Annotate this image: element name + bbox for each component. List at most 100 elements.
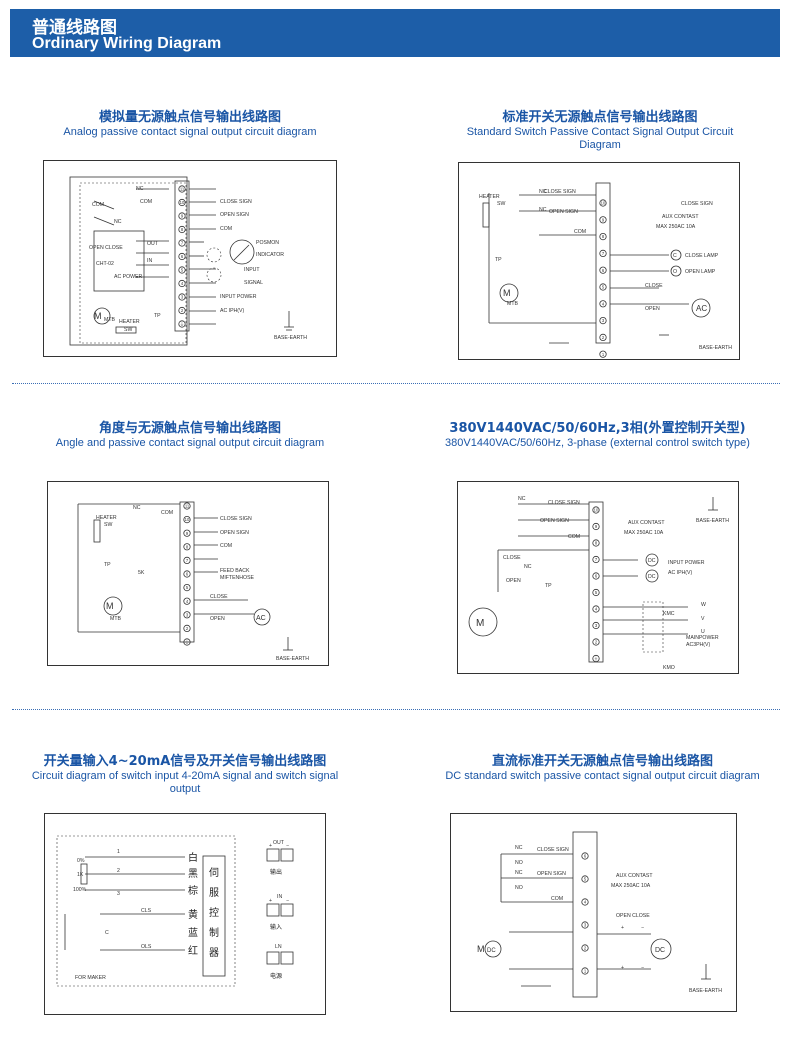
terminal-3	[599, 317, 607, 325]
svg-text:NC: NC	[515, 870, 523, 876]
terminal-3	[581, 921, 589, 929]
header-banner: 普通线路图 Ordinary Wiring Diagram	[10, 9, 780, 57]
terminal-label: 2	[186, 626, 189, 631]
terminal-8	[599, 233, 607, 241]
svg-text:DC: DC	[648, 558, 656, 564]
terminal-3	[592, 621, 600, 630]
svg-text:O: O	[673, 269, 677, 275]
terminal-10	[178, 198, 186, 207]
svg-text:输入: 输入	[270, 923, 282, 931]
svg-text:OLS: OLS	[141, 944, 152, 950]
terminal-label: ⏚	[594, 656, 598, 661]
terminal-label: 9	[595, 524, 598, 529]
terminal-6	[183, 570, 191, 578]
terminal-6	[581, 852, 589, 860]
svg-text:DC: DC	[487, 948, 496, 954]
terminal-label: 8	[602, 234, 605, 239]
terminal-8	[183, 543, 191, 551]
terminal-4	[581, 898, 589, 906]
svg-text:FEED BACK: FEED BACK	[220, 568, 250, 574]
svg-text:黑: 黑	[188, 868, 198, 880]
svg-text:COM: COM	[220, 226, 232, 232]
svg-text:BASE-EARTH: BASE-EARTH	[696, 518, 729, 524]
diagram-1-title: 模拟量无源触点信号输出线路图 Analog passive contact si…	[63, 110, 317, 138]
svg-text:MTB: MTB	[104, 317, 115, 323]
svg-text:OPEN: OPEN	[210, 616, 225, 622]
svg-text:CLS: CLS	[141, 908, 152, 914]
svg-text:M: M	[106, 601, 114, 611]
terminal-8	[178, 225, 186, 234]
svg-text:白: 白	[188, 851, 198, 864]
svg-text:V: V	[701, 616, 705, 622]
svg-text:AC3PH(V): AC3PH(V)	[686, 642, 710, 648]
svg-text:POSMON: POSMON	[256, 240, 279, 246]
svg-text:+: +	[621, 925, 624, 931]
svg-text:INPUT POWER: INPUT POWER	[668, 560, 705, 566]
terminal-label: 4	[186, 599, 189, 604]
svg-text:5K: 5K	[138, 570, 145, 576]
diagram-5-title: 开关量输入4~20mA信号及开关信号输出线路图 Circuit diagram …	[31, 754, 339, 795]
svg-text:AUX CONTAST: AUX CONTAST	[662, 214, 699, 220]
section-divider	[12, 383, 780, 384]
svg-text:IN: IN	[147, 258, 152, 264]
terminal-11	[183, 502, 191, 510]
diagram-5-schematic: 0% 1K 100% 1 2 3 CLS OLS C FOR MAKER 白 黑…	[56, 835, 294, 987]
terminal-label: ⏚	[185, 640, 189, 645]
terminal-label: 8	[595, 541, 598, 546]
terminal-6	[599, 266, 607, 274]
diagram-4-schematic: CLOSE SIGN OPEN SIGN COM AUX CONTAST MAX…	[468, 496, 729, 671]
terminal-9	[599, 216, 607, 224]
svg-text:AUX CONTAST: AUX CONTAST	[628, 520, 665, 526]
svg-text:OPEN SIGN: OPEN SIGN	[549, 209, 578, 215]
terminal-label: 5	[602, 285, 605, 290]
terminal-5	[178, 266, 186, 274]
svg-text:+: +	[269, 898, 272, 904]
terminal-2	[592, 638, 600, 646]
svg-text:3: 3	[117, 891, 120, 897]
svg-text:服: 服	[209, 887, 219, 899]
terminal-11	[178, 185, 186, 193]
svg-text:TP: TP	[104, 562, 111, 568]
terminal-label: 6	[584, 854, 587, 859]
svg-text:SW: SW	[497, 201, 505, 207]
svg-text:INDICATOR: INDICATOR	[256, 252, 284, 258]
svg-text:红: 红	[188, 944, 198, 957]
terminal-7	[592, 555, 600, 564]
svg-text:100%: 100%	[73, 887, 87, 893]
svg-text:OPEN SIGN: OPEN SIGN	[220, 212, 249, 218]
svg-text:TP: TP	[495, 257, 502, 263]
svg-text:COM: COM	[220, 543, 232, 549]
svg-text:M: M	[503, 288, 511, 298]
svg-text:+: +	[269, 843, 272, 849]
terminal-label: 11	[180, 187, 185, 192]
terminal-label: 10	[185, 517, 190, 522]
terminal-label: 5	[595, 590, 598, 595]
terminal-9	[592, 522, 600, 531]
terminal-label: 3	[181, 295, 184, 300]
terminal-label: 2	[584, 946, 587, 951]
svg-text:INPUT: INPUT	[244, 267, 260, 273]
terminal-9	[183, 529, 191, 537]
diagram-3-schematic: CLOSE SIGN OPEN SIGN COM FEED BACK MIFTE…	[77, 501, 309, 662]
svg-text:CLOSE: CLOSE	[503, 555, 521, 561]
terminal-label: 7	[186, 558, 189, 563]
svg-text:输出: 输出	[270, 868, 282, 876]
svg-text:OUT: OUT	[273, 840, 285, 846]
svg-text:NC: NC	[539, 207, 547, 213]
terminal-5	[599, 283, 607, 291]
terminal-label: 9	[186, 531, 189, 536]
terminal-2	[183, 624, 191, 632]
svg-text:BASE-EARTH: BASE-EARTH	[699, 345, 732, 351]
svg-text:AC: AC	[256, 615, 266, 622]
terminal-label: 8	[181, 227, 184, 232]
svg-text:NC: NC	[524, 564, 532, 570]
svg-text:MAX 250AC 10A: MAX 250AC 10A	[624, 530, 664, 536]
svg-text:COM: COM	[161, 510, 173, 516]
svg-text:MAX 250AC 10A: MAX 250AC 10A	[611, 883, 651, 889]
terminal-label: 5	[584, 877, 587, 882]
svg-text:OPEN SIGN: OPEN SIGN	[220, 530, 249, 536]
terminal-label: 10	[180, 200, 185, 205]
terminal-⏚	[183, 638, 191, 646]
svg-text:HEATER: HEATER	[479, 194, 500, 200]
svg-text:−: −	[286, 898, 289, 904]
